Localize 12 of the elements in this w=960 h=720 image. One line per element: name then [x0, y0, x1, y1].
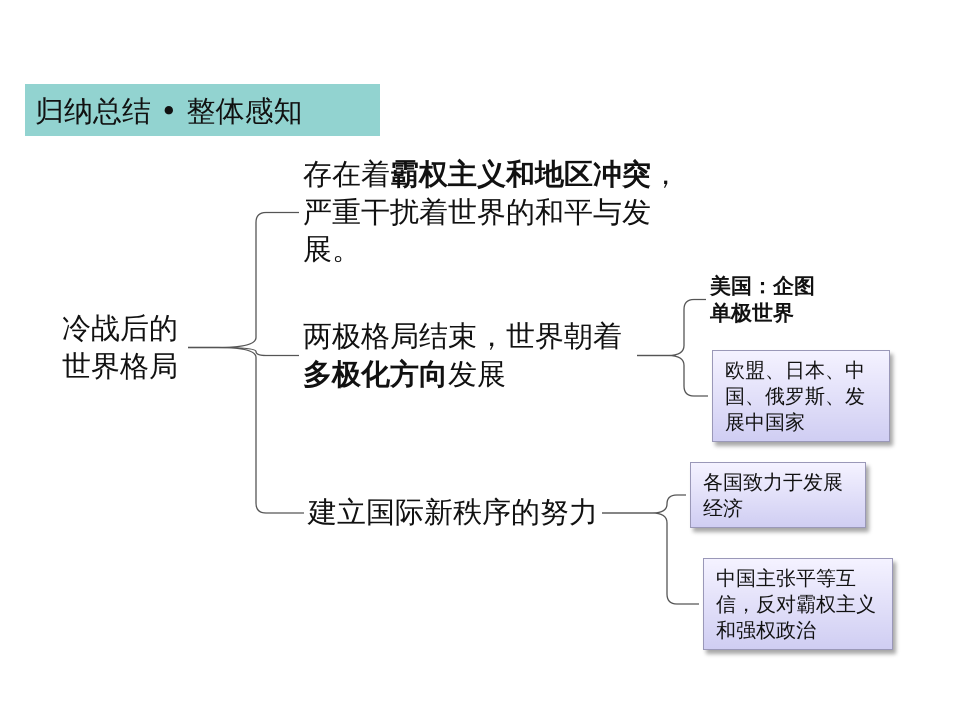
node-text: 冷战后的世界格局	[62, 310, 184, 386]
title-banner: 归纳总结 • 整体感知	[25, 84, 380, 136]
node-text: 两极格局结束，世界朝着多极化方向发展	[303, 318, 633, 394]
text-box: 中国主张平等互信，反对霸权主义和强权政治	[703, 558, 893, 650]
brace-line	[188, 346, 304, 514]
brace-line	[637, 354, 708, 397]
node-text: 美国：企图单极世界	[710, 272, 822, 327]
node-text: 建立国际新秩序的努力	[308, 494, 598, 532]
node-text: 存在着霸权主义和地区冲突，严重干扰着世界的和平与发展。	[303, 156, 688, 270]
brace-line	[602, 512, 699, 605]
text-box: 欧盟、日本、中国、俄罗斯、发展中国家	[712, 350, 890, 442]
text-box: 各国致力于发展经济	[690, 462, 866, 528]
